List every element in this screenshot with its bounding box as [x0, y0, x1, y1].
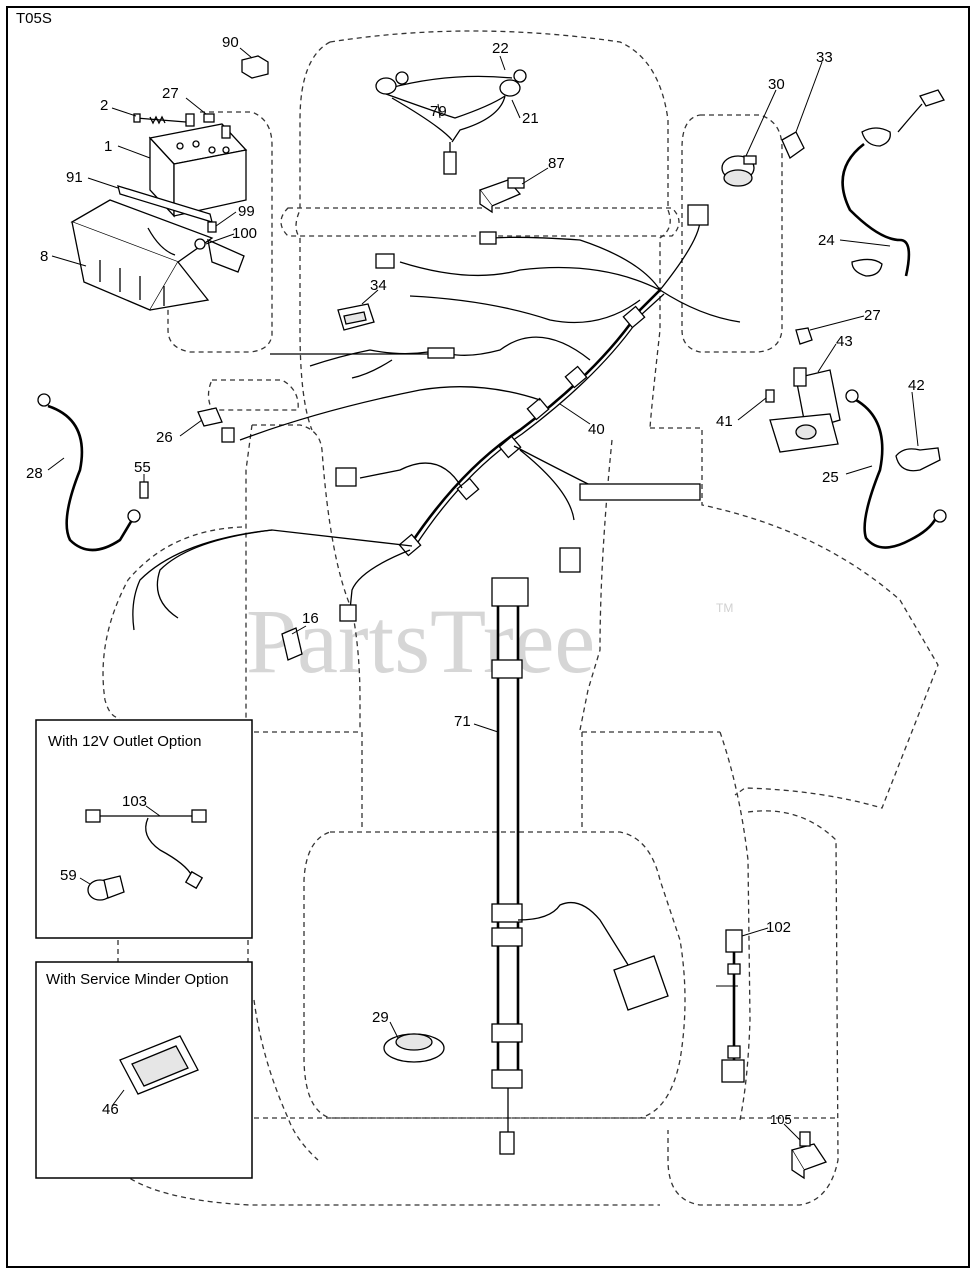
- callout-1: 1: [104, 138, 112, 155]
- battery: [148, 113, 248, 218]
- callout-29: 29: [372, 1009, 389, 1026]
- part-90: [239, 47, 269, 79]
- main-harness: [132, 204, 741, 631]
- callout-87: 87: [548, 155, 565, 172]
- callout-28: 28: [26, 465, 43, 482]
- part-26: [197, 407, 235, 443]
- callout-46: 46: [102, 1101, 119, 1118]
- callout-16: 16: [302, 610, 319, 627]
- callout-105: 105: [770, 1112, 792, 1127]
- watermark: PartsTree: [246, 590, 595, 692]
- callout-21: 21: [522, 110, 539, 127]
- cable-25: [845, 389, 947, 549]
- battery-cable-24: [841, 89, 945, 277]
- callout-43: 43: [836, 333, 853, 350]
- part-27-nut-b: [795, 327, 813, 345]
- callout-34: 34: [370, 277, 387, 294]
- callout-71: 71: [454, 713, 471, 730]
- part-2-bolt: [133, 113, 187, 125]
- inset-service-title: With Service Minder Option: [46, 971, 229, 988]
- callout-102: 102: [766, 919, 791, 936]
- callout-59: 59: [60, 867, 77, 884]
- diagram-code: T05S: [16, 10, 52, 27]
- callout-100: 100: [232, 225, 257, 242]
- callout-90: 90: [222, 34, 239, 51]
- callout-42: 42: [908, 377, 925, 394]
- watermark-tm: TM: [716, 601, 733, 615]
- inset-service-minder: With Service Minder Option: [35, 961, 253, 1179]
- horn-29: [383, 1033, 445, 1063]
- part-16: [281, 627, 303, 661]
- callout-91: 91: [66, 169, 83, 186]
- leader-lines: [47, 55, 919, 1141]
- callout-27-b: 27: [864, 307, 881, 324]
- tractor-outline: [102, 30, 939, 1206]
- part-99-100: [194, 221, 217, 250]
- callout-79: 79: [430, 103, 447, 120]
- battery-tray: [70, 199, 245, 311]
- callout-8: 8: [40, 248, 48, 265]
- ignition-switch: [721, 155, 757, 187]
- part-55-bolt: [139, 481, 149, 499]
- ground-cable-28: [37, 393, 141, 552]
- part-102: [716, 929, 745, 1083]
- callout-41: 41: [716, 413, 733, 430]
- callout-2: 2: [100, 97, 108, 114]
- callout-103: 103: [122, 793, 147, 810]
- inset-12v-outlet: With 12V Outlet Option: [35, 719, 253, 939]
- callout-55: 55: [134, 459, 151, 476]
- callout-25: 25: [822, 469, 839, 486]
- callout-99: 99: [238, 203, 255, 220]
- callout-22: 22: [492, 40, 509, 57]
- part-27-nut: [203, 113, 215, 123]
- solenoid-43: [769, 367, 841, 453]
- part-87: [478, 177, 525, 214]
- callout-33: 33: [816, 49, 833, 66]
- callout-40: 40: [588, 421, 605, 438]
- callout-24: 24: [818, 232, 835, 249]
- headlight-harness: [375, 69, 527, 175]
- inset-12v-title: With 12V Outlet Option: [48, 733, 201, 750]
- harness-71: [491, 577, 669, 1155]
- callout-30: 30: [768, 76, 785, 93]
- callout-27: 27: [162, 85, 179, 102]
- part-34-switch: [337, 303, 375, 331]
- part-41: [765, 389, 775, 403]
- part-105: [791, 1131, 827, 1180]
- part-42-boot: [895, 447, 941, 472]
- part-33: [781, 131, 805, 159]
- callout-26: 26: [156, 429, 173, 446]
- callouts: 90 22 33 2 27 79 21 30 1 87 91 99 100 24…: [26, 34, 925, 1127]
